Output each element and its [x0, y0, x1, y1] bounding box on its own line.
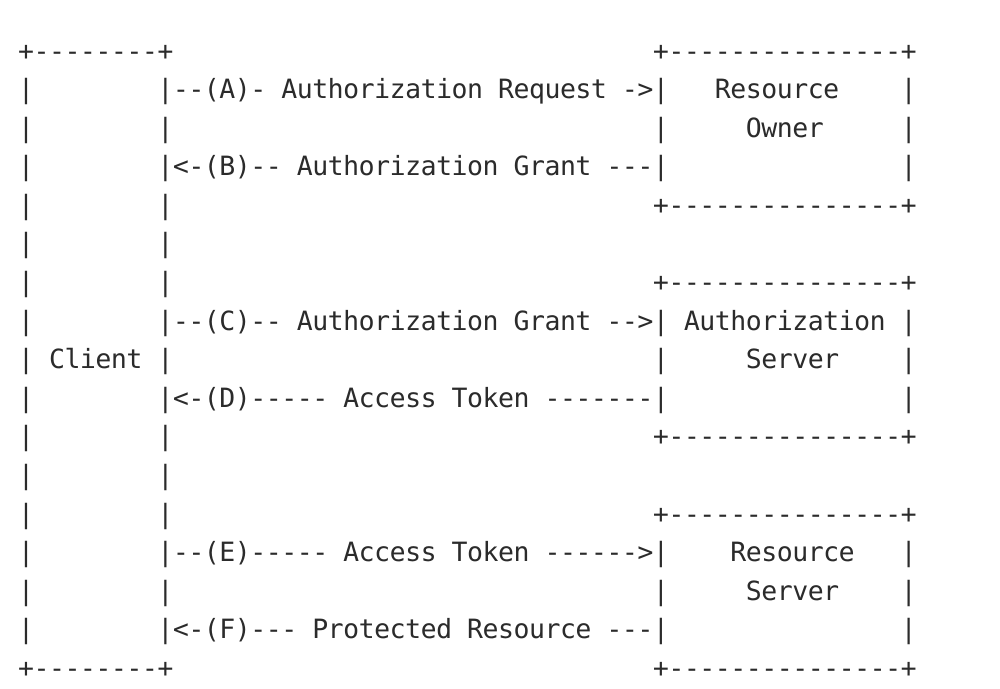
ascii-line-16: +--------+ +---------------+	[18, 653, 917, 684]
ascii-line-15: | |<-(F)--- Protected Resource ---| |	[18, 614, 917, 646]
ascii-line-2: | | | Owner |	[18, 112, 917, 144]
ascii-line-11: | |	[18, 460, 173, 492]
ascii-line-13: | |--(E)----- Access Token ------>| Reso…	[18, 537, 917, 569]
ascii-line-5: | |	[18, 228, 173, 260]
ascii-line-4: | | +---------------+	[18, 189, 917, 221]
ascii-line-3: | |<-(B)-- Authorization Grant ---| |	[18, 151, 917, 183]
ascii-line-7: | |--(C)-- Authorization Grant -->| Auth…	[18, 305, 917, 337]
ascii-line-6: | | +---------------+	[18, 267, 917, 299]
ascii-line-9: | |<-(D)----- Access Token -------| |	[18, 382, 917, 414]
ascii-line-12: | | +---------------+	[18, 498, 917, 530]
ascii-line-14: | | | Server |	[18, 575, 917, 607]
ascii-line-10: | | +---------------+	[18, 421, 917, 453]
ascii-line-8: | Client | | Server |	[18, 344, 917, 376]
oauth2-protocol-flow-diagram: +--------+ +---------------+ | |--(A)- Au…	[0, 27, 1000, 685]
ascii-line-1: | |--(A)- Authorization Request ->| Reso…	[18, 74, 917, 106]
ascii-line-0: +--------+ +---------------+	[18, 35, 917, 67]
